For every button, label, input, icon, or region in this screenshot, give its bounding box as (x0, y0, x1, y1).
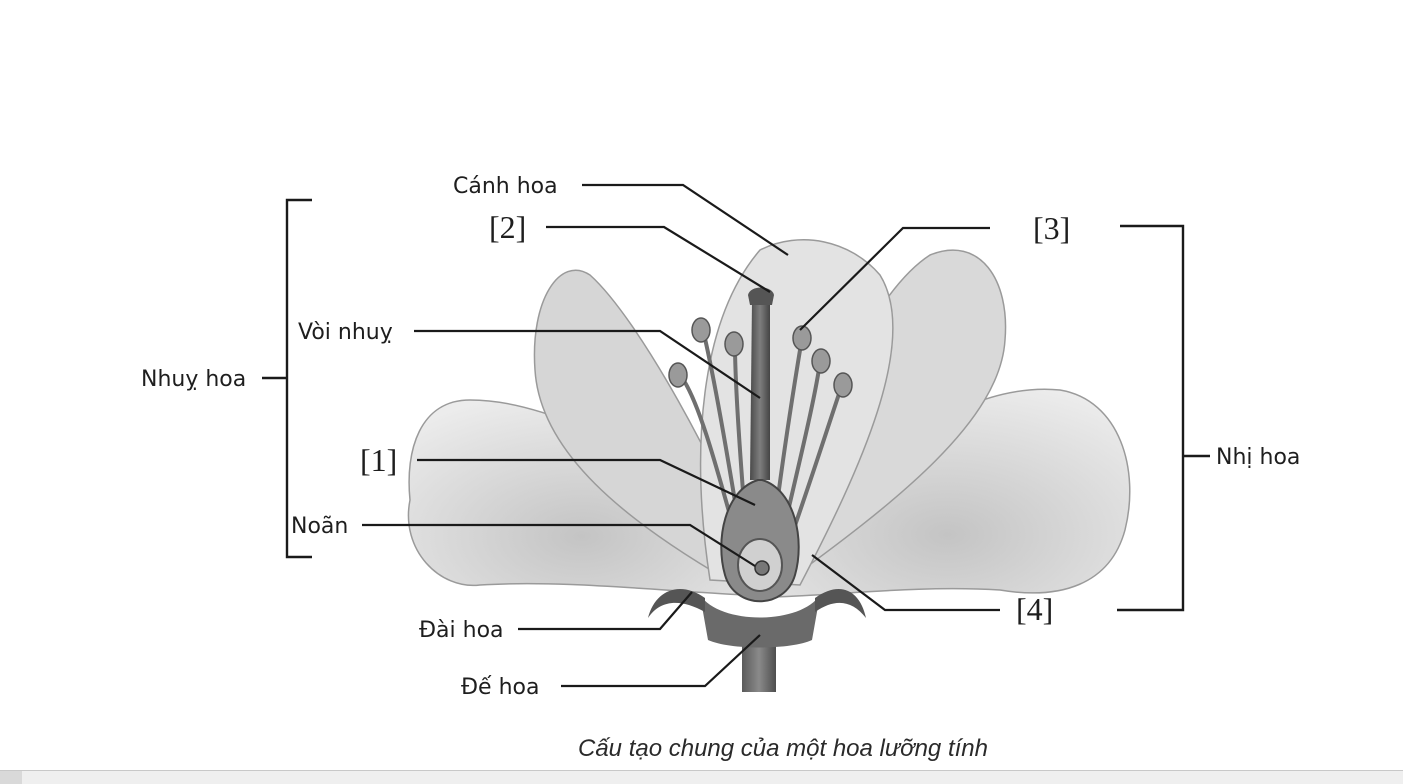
ovule (754, 560, 770, 576)
petal-left-inner (533, 269, 756, 592)
label-number-3: [3] (1033, 210, 1070, 246)
bottom-scrollbar[interactable] (0, 770, 1403, 784)
leader-de-hoa (561, 634, 761, 688)
anthers (668, 317, 853, 398)
label-number-4: [4] (1016, 591, 1053, 627)
style (750, 300, 770, 480)
sepal-left (648, 588, 705, 618)
leader-label-4 (811, 554, 1000, 612)
leader-label-2 (546, 225, 771, 293)
caption: Cấu tạo chung của một hoa lưỡng tính (578, 735, 988, 762)
label-number-1: [1] (360, 442, 397, 478)
sepal-right (815, 588, 866, 618)
leader-noan (362, 523, 756, 567)
bracket-nhuy-hoa (262, 198, 312, 559)
label-number-2: [2] (489, 209, 526, 245)
bracket-nhi-hoa (1117, 224, 1210, 612)
label-nhuy-hoa: Nhuỵ hoa (141, 367, 246, 392)
leader-canh-hoa (582, 183, 789, 256)
label-canh-hoa: Cánh hoa (453, 174, 558, 199)
label-nhi-hoa: Nhị hoa (1216, 445, 1300, 470)
label-de-hoa: Đế hoa (461, 675, 539, 700)
label-noan: Noãn (291, 514, 348, 539)
flower-illustration (407, 239, 1131, 692)
receptacle (700, 595, 820, 648)
leader-label-3 (799, 226, 990, 331)
leader-label-1 (417, 458, 756, 506)
label-dai-hoa: Đài hoa (419, 618, 504, 643)
leader-dai-hoa (518, 591, 693, 631)
leader-voi-nhuy (414, 329, 761, 399)
label-voi-nhuy: Vòi nhuỵ (298, 320, 393, 345)
stigma (748, 287, 774, 305)
scrollbar-corner (0, 771, 22, 784)
